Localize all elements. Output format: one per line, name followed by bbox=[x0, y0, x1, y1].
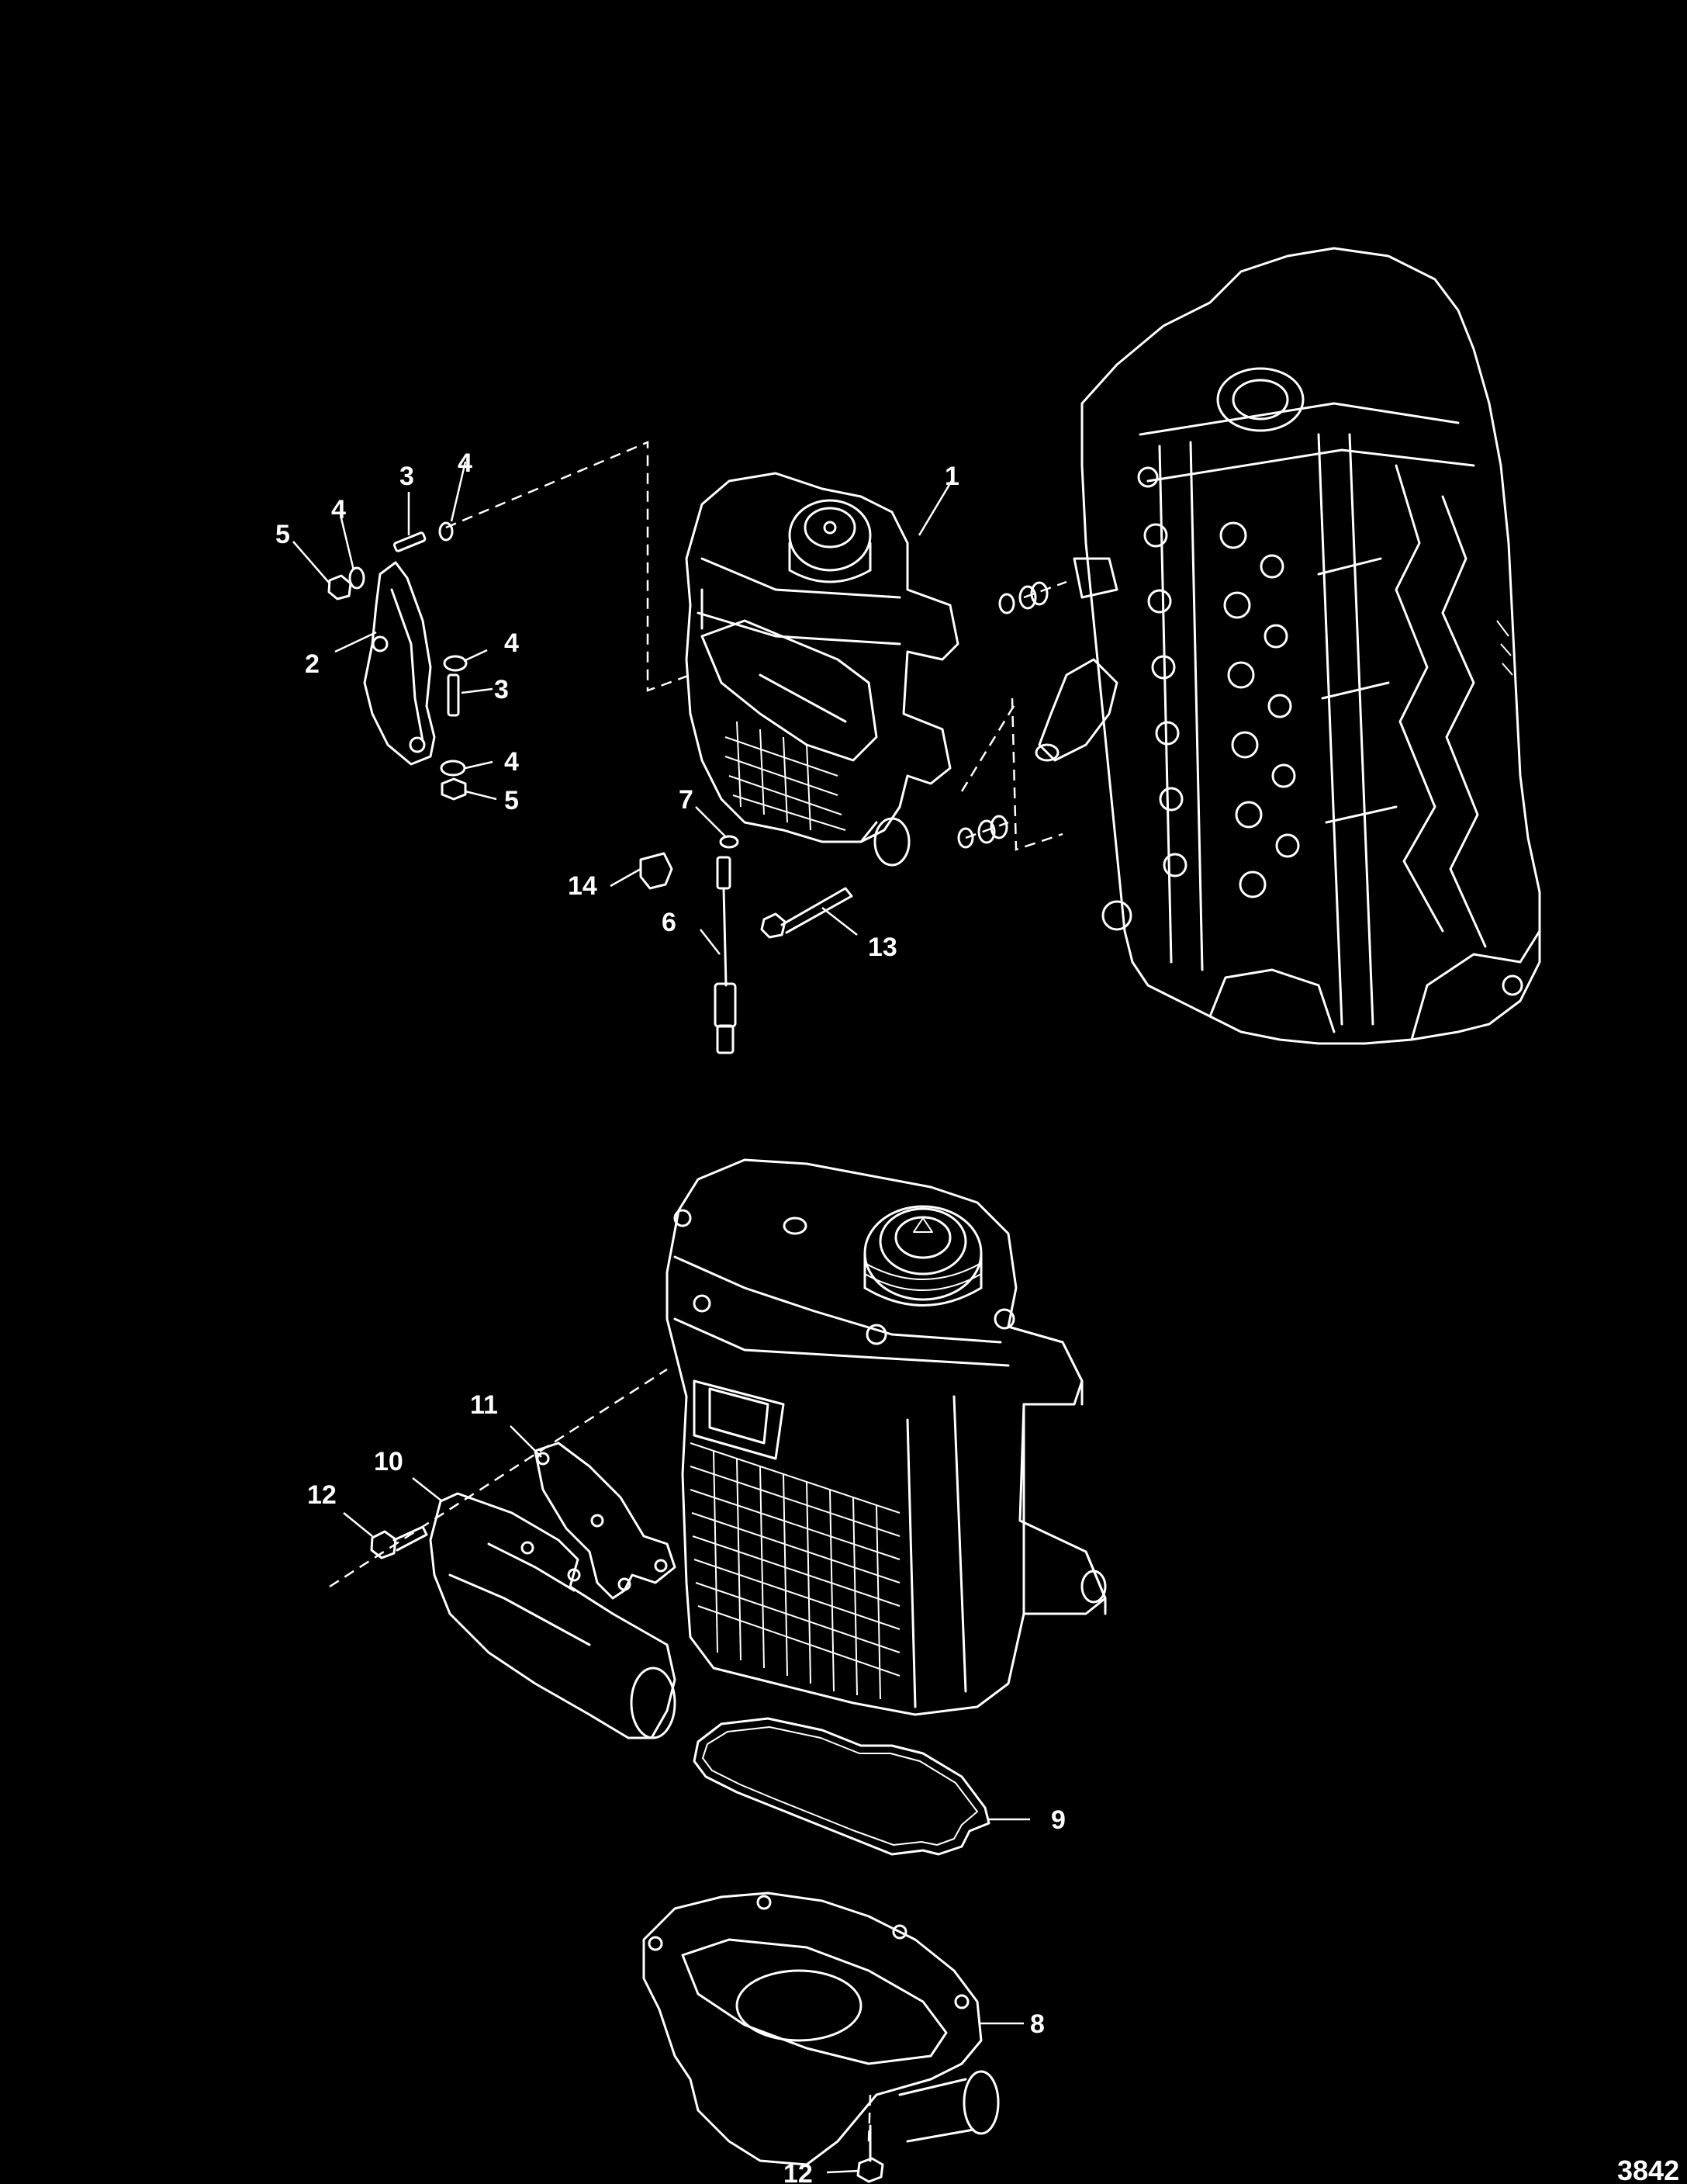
callout-8: 8 bbox=[1030, 2009, 1045, 2039]
callout-14: 14 bbox=[568, 871, 597, 901]
callout-5: 5 bbox=[275, 520, 290, 549]
bolt-12-lower bbox=[856, 2124, 884, 2183]
assembly-path-lines bbox=[329, 441, 1067, 2142]
callout-3: 3 bbox=[494, 675, 509, 704]
callout-4: 4 bbox=[331, 495, 346, 524]
intake-duct bbox=[429, 1492, 676, 1739]
callout-4: 4 bbox=[458, 448, 472, 478]
fastener-hardware bbox=[327, 521, 468, 801]
figure-number: 3842 bbox=[1617, 2155, 1679, 2184]
callout-5: 5 bbox=[504, 786, 519, 815]
callout-11: 11 bbox=[470, 1390, 498, 1420]
callout-10: 10 bbox=[374, 1447, 403, 1476]
callout-9: 9 bbox=[1051, 1805, 1066, 1835]
sensor-and-clip bbox=[639, 835, 853, 1054]
bolt-12-upper bbox=[370, 1525, 428, 1559]
callout-13: 13 bbox=[868, 933, 897, 962]
callout-3: 3 bbox=[399, 462, 414, 491]
callout-leaders bbox=[292, 461, 1030, 2174]
callout-12: 12 bbox=[783, 2159, 813, 2184]
supercharger-assembly-upper bbox=[685, 472, 959, 867]
callout-12: 12 bbox=[307, 1480, 337, 1510]
callout-7: 7 bbox=[679, 785, 693, 815]
callout-numbers: 1 2 3 3 4 4 4 4 5 5 6 7 8 9 10 11 12 12 … bbox=[275, 448, 1066, 2184]
coupling-sleeves bbox=[957, 581, 1049, 849]
supercharger-assembly-lower bbox=[665, 1158, 1107, 1716]
duct-gasket bbox=[534, 1442, 676, 1600]
engine-block bbox=[1035, 247, 1541, 1045]
bottom-cover bbox=[642, 1892, 1000, 2166]
mounting-bracket bbox=[363, 561, 436, 766]
callout-1: 1 bbox=[945, 462, 959, 491]
cover-gasket bbox=[693, 1717, 990, 1856]
callout-2: 2 bbox=[305, 649, 320, 679]
callout-4: 4 bbox=[504, 628, 519, 658]
callout-4: 4 bbox=[504, 747, 519, 777]
callout-6: 6 bbox=[662, 908, 676, 937]
